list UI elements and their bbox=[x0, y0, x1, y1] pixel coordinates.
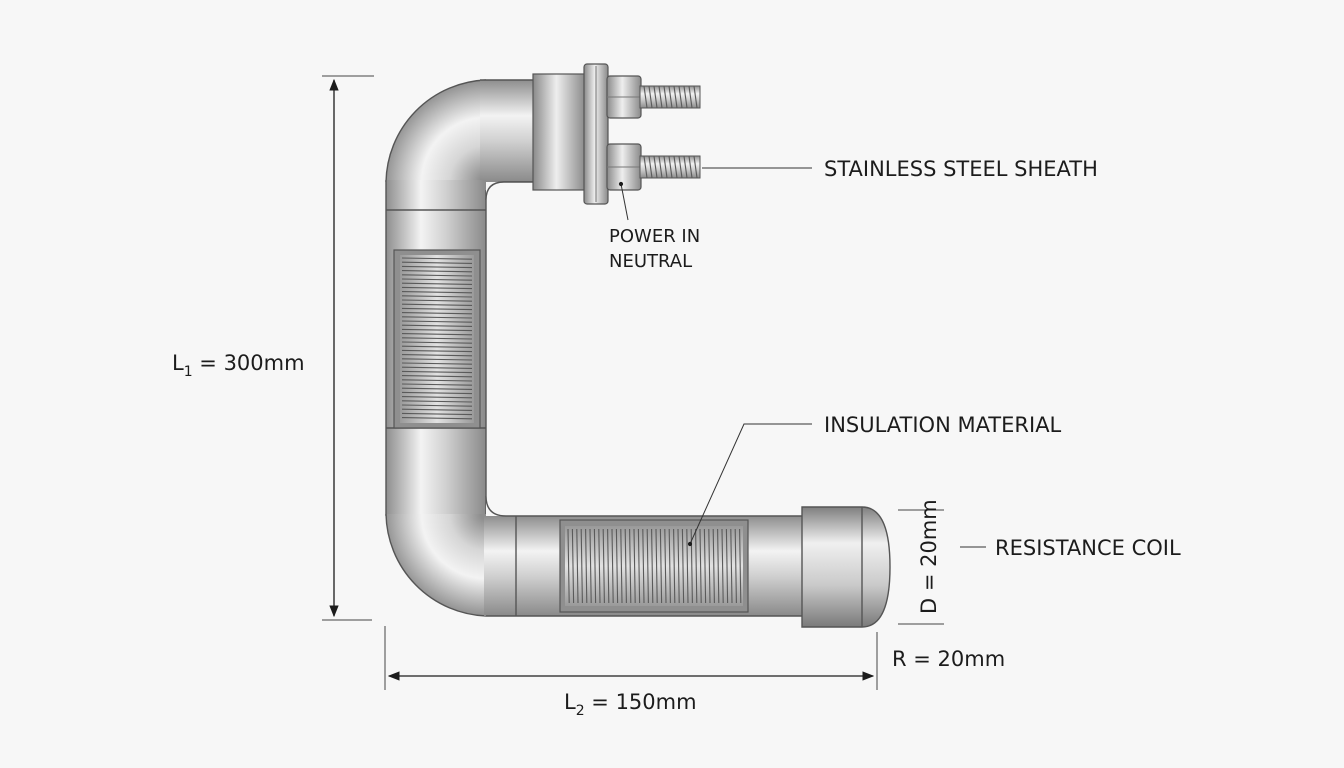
dimension-d: D = 20mm bbox=[898, 499, 944, 625]
callout-coil: RESISTANCE COIL bbox=[960, 536, 1181, 560]
callout-insulation: INSULATION MATERIAL bbox=[687, 413, 1062, 547]
l2-label: L2 = 150mm bbox=[564, 690, 697, 719]
dimension-r: R = 20mm bbox=[892, 647, 1005, 671]
radius-label: R = 20mm bbox=[892, 647, 1005, 671]
top-bend bbox=[386, 80, 486, 182]
callout-sheath: STAINLESS STEEL SHEATH bbox=[702, 157, 1098, 181]
heating-element-tube bbox=[385, 79, 891, 628]
callout-terminals: POWER IN NEUTRAL bbox=[609, 181, 700, 272]
top-arm bbox=[480, 80, 536, 182]
terminal-housing bbox=[532, 63, 701, 205]
power-in-label: POWER IN bbox=[609, 226, 700, 247]
diameter-label: D = 20mm bbox=[917, 499, 941, 614]
dimension-l2: L2 = 150mm bbox=[384, 626, 878, 719]
dimension-l1: L1 = 300mm bbox=[172, 75, 374, 621]
end-cap bbox=[801, 506, 891, 628]
vertical-coil-window bbox=[393, 249, 481, 429]
horizontal-coil-window bbox=[559, 519, 749, 613]
neutral-label: NEUTRAL bbox=[609, 251, 692, 272]
coil-label: RESISTANCE COIL bbox=[995, 536, 1181, 560]
terminal-neutral bbox=[606, 143, 701, 191]
l1-label: L1 = 300mm bbox=[172, 351, 305, 380]
bottom-bend bbox=[386, 514, 486, 616]
insulation-label: INSULATION MATERIAL bbox=[824, 413, 1062, 437]
sheath-label: STAINLESS STEEL SHEATH bbox=[824, 157, 1098, 181]
terminal-power-in bbox=[606, 75, 701, 119]
